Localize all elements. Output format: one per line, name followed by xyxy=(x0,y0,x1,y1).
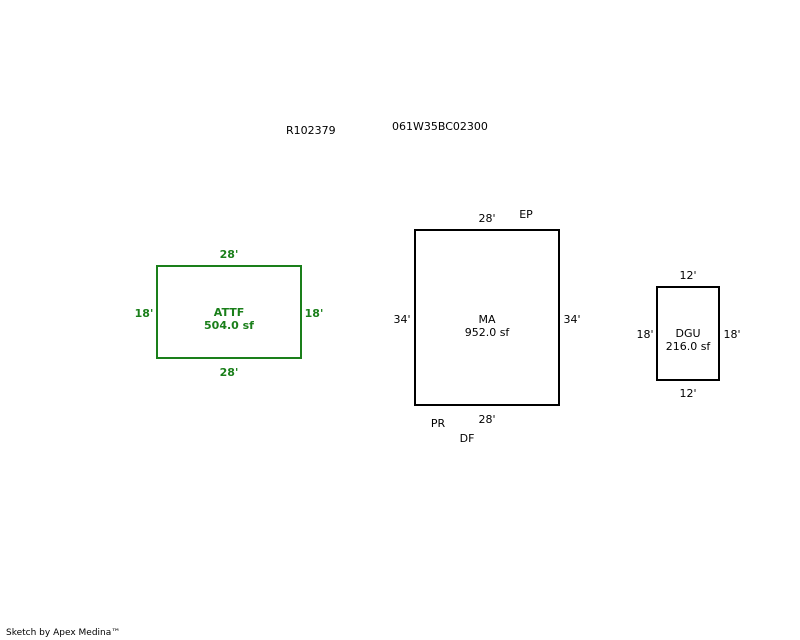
df-annotation: DF xyxy=(459,432,475,445)
ma-code: MA xyxy=(478,313,496,326)
ep-annotation: EP xyxy=(519,208,533,221)
attf-left-dimension: 18' xyxy=(134,307,154,320)
ma-bottom-dimension: 28' xyxy=(478,413,496,426)
sketch-credit: Sketch by Apex Medina™ xyxy=(6,628,121,638)
attf-code: ATTF xyxy=(213,306,245,319)
dgu-bottom-dimension: 12' xyxy=(679,387,697,400)
attf-top-dimension: 28' xyxy=(219,248,239,261)
dgu-right-dimension: 18' xyxy=(723,328,741,341)
attf-right-dimension: 18' xyxy=(304,307,324,320)
dgu-outline[interactable] xyxy=(656,286,720,381)
dgu-left-dimension: 18' xyxy=(636,328,654,341)
dgu-area-value: 216.0 sf xyxy=(665,340,711,353)
ma-top-dimension: 28' xyxy=(478,212,496,225)
attf-outline[interactable] xyxy=(156,265,302,359)
dgu-code: DGU xyxy=(675,327,701,340)
dgu-center-label: DGU 216.0 sf xyxy=(666,327,711,353)
account-id-label: R102379 xyxy=(286,124,336,137)
ma-center-label: MA 952.0 sf xyxy=(465,313,510,339)
attf-bottom-dimension: 28' xyxy=(219,366,239,379)
pr-annotation: PR xyxy=(430,417,446,430)
map-tax-lot-label: 061W35BC02300 xyxy=(392,120,488,133)
ma-outline[interactable] xyxy=(414,229,560,406)
attf-area-value: 504.0 sf xyxy=(204,319,254,332)
ma-area-value: 952.0 sf xyxy=(464,326,510,339)
attf-center-label: ATTF 504.0 sf xyxy=(204,306,254,332)
ma-right-dimension: 34' xyxy=(563,313,581,326)
dgu-top-dimension: 12' xyxy=(679,269,697,282)
ma-left-dimension: 34' xyxy=(393,313,411,326)
